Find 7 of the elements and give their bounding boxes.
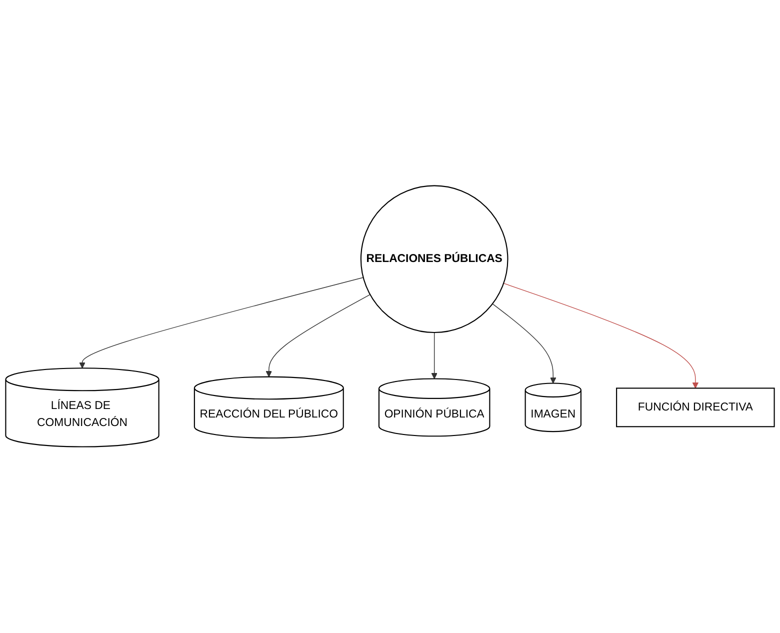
arrow: [503, 283, 699, 389]
arrow: [79, 277, 364, 369]
arrow: [431, 332, 438, 380]
node-circle: RELACIONES PÚBLICAS: [360, 185, 508, 334]
node-box: FUNCIÓN DIRECTIVA: [616, 388, 775, 428]
arrow: [266, 294, 370, 378]
arrow: [492, 304, 556, 384]
